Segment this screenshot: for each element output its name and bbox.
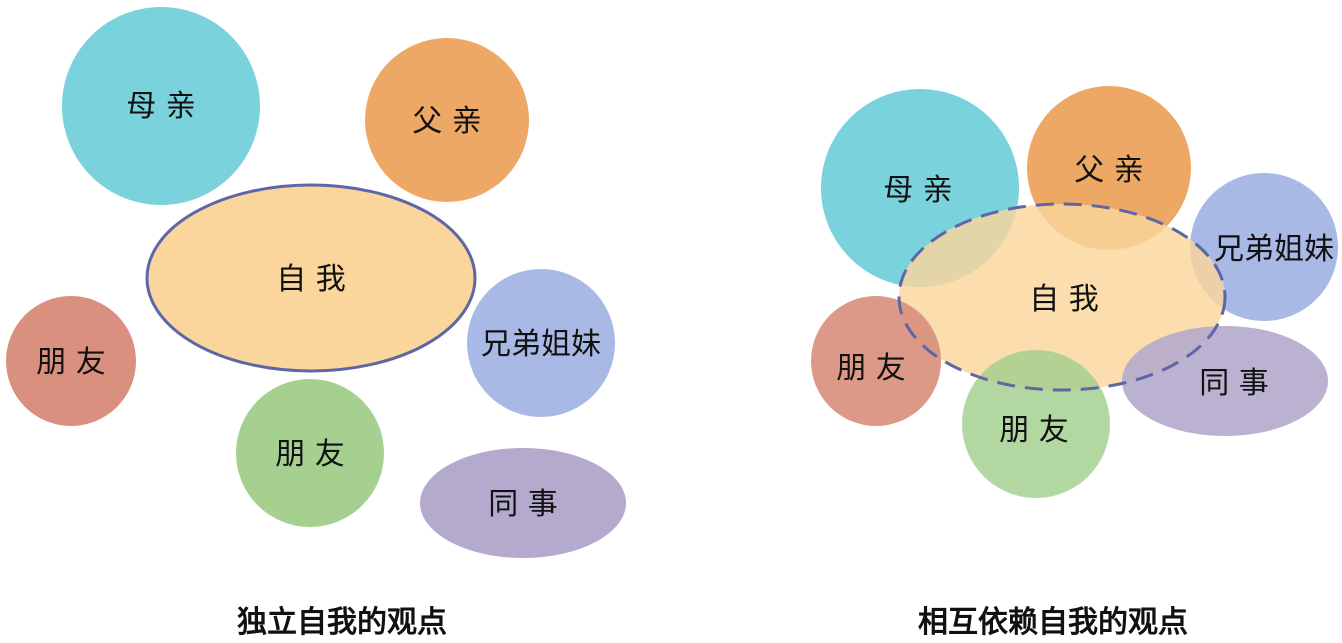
left-friend-circle-1: [6, 296, 136, 426]
left-father-label: 父 亲: [412, 104, 482, 139]
right-caption: 相互依赖自我的观点: [918, 605, 1188, 640]
right-colleague-ellipse: [1122, 326, 1328, 436]
left-mother-circle: [62, 7, 260, 205]
left-siblings-label: 兄弟姐妹: [481, 327, 601, 362]
right-father-label: 父 亲: [1074, 153, 1144, 188]
right-colleague-label: 同 事: [1199, 366, 1269, 401]
left-friend-label-1: 朋 友: [36, 345, 106, 380]
left-friend-label-2: 朋 友: [275, 437, 345, 472]
right-self-label: 自 我: [1029, 282, 1099, 317]
right-siblings-label: 兄弟姐妹: [1214, 232, 1334, 267]
left-mother-label: 母 亲: [126, 89, 196, 124]
interdependent-self-diagram: 母 亲 父 亲 兄弟姐妹 自 我 朋 友 朋 友 同 事 相互依赖自我的观点: [811, 86, 1338, 640]
right-friend-label-1: 朋 友: [836, 351, 906, 386]
right-siblings-circle: [1190, 173, 1338, 321]
left-caption: 独立自我的观点: [237, 605, 447, 640]
left-siblings-circle: [467, 269, 615, 417]
left-self-label: 自 我: [276, 262, 346, 297]
independent-self-diagram: 母 亲 父 亲 自 我 兄弟姐妹 朋 友 朋 友 同 事 独立自我的观点: [6, 7, 626, 640]
right-friend-circle-2: [962, 350, 1110, 498]
left-friend-circle-2: [236, 379, 384, 527]
right-mother-label: 母 亲: [883, 173, 953, 208]
right-friend-label-2: 朋 友: [999, 413, 1069, 448]
left-colleague-label: 同 事: [488, 487, 558, 522]
left-father-circle: [365, 38, 529, 202]
left-self-ellipse: [145, 183, 477, 373]
left-colleague-ellipse: [420, 448, 626, 558]
right-self-ellipse: [899, 204, 1225, 390]
right-self-dashed-outline: [897, 202, 1227, 392]
